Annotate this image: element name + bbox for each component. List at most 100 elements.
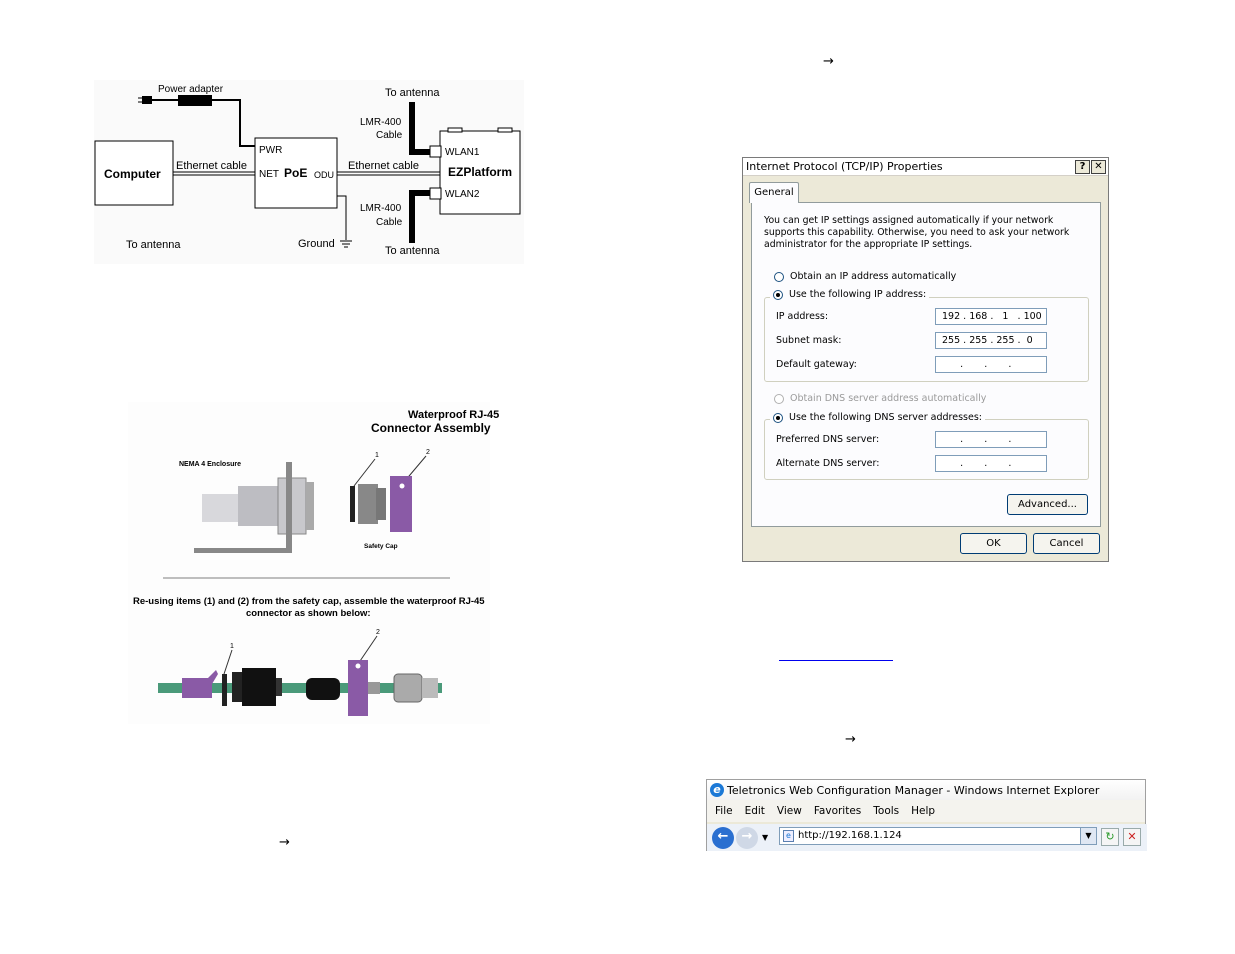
use-following-dns-radio[interactable] (773, 412, 783, 423)
forward-arrow-icon[interactable]: → (736, 827, 758, 849)
browser-title: Teletronics Web Configuration Manager - … (727, 783, 1100, 797)
cap-assembled (348, 660, 368, 716)
menu-view[interactable]: View (776, 805, 802, 817)
wlan2-label: WLAN2 (445, 189, 480, 200)
enclosure-label: NEMA 4 Enclosure (179, 461, 241, 468)
arrow-glyph-middle: → (845, 732, 856, 747)
obtain-dns-auto-option[interactable]: Obtain DNS server address automatically (774, 393, 986, 404)
default-gateway-label: Default gateway: (776, 359, 857, 370)
arrow-glyph-top: → (823, 54, 834, 69)
subnet-mask-label: Subnet mask: (776, 335, 842, 346)
net-label: NET (259, 169, 279, 180)
ezplatform-label: EZPlatform (448, 165, 512, 179)
use-following-dns-option[interactable]: Use the following DNS server addresses: (770, 412, 985, 423)
close-button[interactable]: ✕ (1091, 160, 1106, 174)
poe-box (254, 137, 338, 209)
poe-label: PoE (284, 166, 307, 180)
obtain-dns-auto-label: Obtain DNS server address automatically (790, 393, 987, 404)
power-plug (142, 96, 152, 104)
browser-navbar: ← → ▼ e http://192.168.1.124 ▼ ↻ ✕ (707, 824, 1147, 851)
menu-tools[interactable]: Tools (873, 805, 900, 817)
obtain-ip-auto-label: Obtain an IP address automatically (790, 271, 957, 282)
tab-general[interactable]: General (749, 182, 799, 203)
menu-favorites[interactable]: Favorites (813, 805, 862, 817)
dialog-title: Internet Protocol (TCP/IP) Properties (746, 160, 943, 173)
callout-2-top: 2 (426, 449, 430, 456)
cancel-button[interactable]: Cancel (1033, 533, 1100, 554)
browser-titlebar[interactable]: e Teletronics Web Configuration Manager … (707, 780, 1145, 800)
subnet-mask-field[interactable]: 255 . 255 . 255 . 0 (935, 332, 1047, 349)
ground-label: Ground (298, 238, 335, 250)
connector-body (242, 668, 276, 706)
wlan1-label: WLAN1 (445, 147, 480, 158)
network-diagram: Power adapter Computer Ethernet cable PW… (94, 80, 524, 264)
help-button[interactable]: ? (1075, 160, 1090, 174)
menu-edit[interactable]: Edit (744, 805, 765, 817)
o-ring-assembled (222, 674, 227, 706)
computer-label: Computer (104, 167, 161, 181)
menu-file[interactable]: File (715, 805, 733, 817)
lmr400-label-1: LMR-400 (360, 117, 402, 128)
cable-label-2: Cable (376, 217, 403, 228)
ie-browser-window: e Teletronics Web Configuration Manager … (706, 779, 1147, 851)
ezplatform-box (439, 130, 521, 215)
ethernet-cable-label-1: Ethernet cable (176, 160, 247, 172)
advanced-button[interactable]: Advanced... (1007, 494, 1088, 515)
back-arrow-icon[interactable]: ← (712, 827, 734, 849)
gland-nut (306, 678, 340, 700)
ip-address-field[interactable]: 192 . 168 . 1 . 100 (935, 308, 1047, 325)
power-adapter-brick (178, 95, 212, 106)
browser-menubar: File Edit View Favorites Tools Help (707, 800, 1145, 822)
use-following-ip-label: Use the following IP address: (789, 289, 927, 300)
general-tab-panel: You can get IP settings assigned automat… (751, 202, 1101, 527)
obtain-ip-auto-option[interactable]: Obtain an IP address automatically (774, 271, 956, 282)
power-adapter-label: Power adapter (158, 84, 224, 95)
to-antenna-label-1: To antenna (385, 87, 440, 99)
safety-cap-item-2 (390, 476, 412, 532)
ie-logo-icon: e (710, 783, 724, 797)
enclosure-wall (286, 462, 292, 552)
stop-icon[interactable]: ✕ (1123, 828, 1141, 846)
tcpip-properties-dialog: Internet Protocol (TCP/IP) Properties ? … (742, 157, 1109, 562)
wlan1-connector (429, 145, 442, 158)
instruction-line1: Re-using items (1) and (2) from the safe… (133, 596, 485, 607)
lmr400-label-2: LMR-400 (360, 203, 402, 214)
rj45-plug (182, 670, 218, 698)
to-antenna-label-3: To antenna (126, 239, 181, 251)
ip-address-label: IP address: (776, 311, 829, 322)
menu-help[interactable]: Help (911, 805, 936, 817)
hyperlink[interactable] (779, 649, 893, 661)
intro-text: You can get IP settings assigned automat… (764, 215, 1070, 250)
default-gateway-field[interactable]: . . . (935, 356, 1047, 373)
address-url: http://192.168.1.124 (798, 830, 902, 841)
connector-title-line1: Waterproof RJ-45 (408, 409, 499, 421)
history-dropdown-icon[interactable]: ▼ (762, 833, 769, 842)
obtain-dns-auto-radio[interactable] (774, 393, 784, 404)
safety-cap-label: Safety Cap (364, 543, 398, 550)
connector-assembly-figure: Waterproof RJ-45 Connector Assembly NEMA… (128, 402, 499, 724)
address-bar[interactable]: e http://192.168.1.124 ▼ (779, 827, 1097, 845)
o-ring-item-1 (350, 486, 355, 522)
refresh-icon[interactable]: ↻ (1101, 828, 1119, 846)
preferred-dns-field[interactable]: . . . (935, 431, 1047, 448)
computer-box (94, 140, 174, 206)
callout-2-bottom: 2 (376, 629, 380, 636)
address-dropdown-icon[interactable]: ▼ (1080, 828, 1096, 844)
pwr-label: PWR (259, 145, 282, 156)
connector-title-line2: Connector Assembly (371, 421, 491, 435)
use-following-dns-label: Use the following DNS server addresses: (789, 412, 982, 423)
alternate-dns-field[interactable]: . . . (935, 455, 1047, 472)
alternate-dns-label: Alternate DNS server: (776, 458, 880, 469)
cable-gland (393, 673, 423, 703)
instruction-line2: connector as shown below: (246, 608, 371, 619)
enclosure-plug (202, 494, 242, 522)
ok-button[interactable]: OK (960, 533, 1027, 554)
callout-1-top: 1 (375, 452, 379, 459)
dialog-titlebar[interactable]: Internet Protocol (TCP/IP) Properties (743, 158, 1108, 176)
odu-label: ODU (314, 170, 334, 180)
use-following-ip-option[interactable]: Use the following IP address: (770, 289, 930, 300)
obtain-ip-auto-radio[interactable] (774, 271, 784, 282)
ethernet-cable-label-2: Ethernet cable (348, 160, 419, 172)
use-following-ip-radio[interactable] (773, 289, 783, 300)
to-antenna-label-2: To antenna (385, 245, 440, 257)
